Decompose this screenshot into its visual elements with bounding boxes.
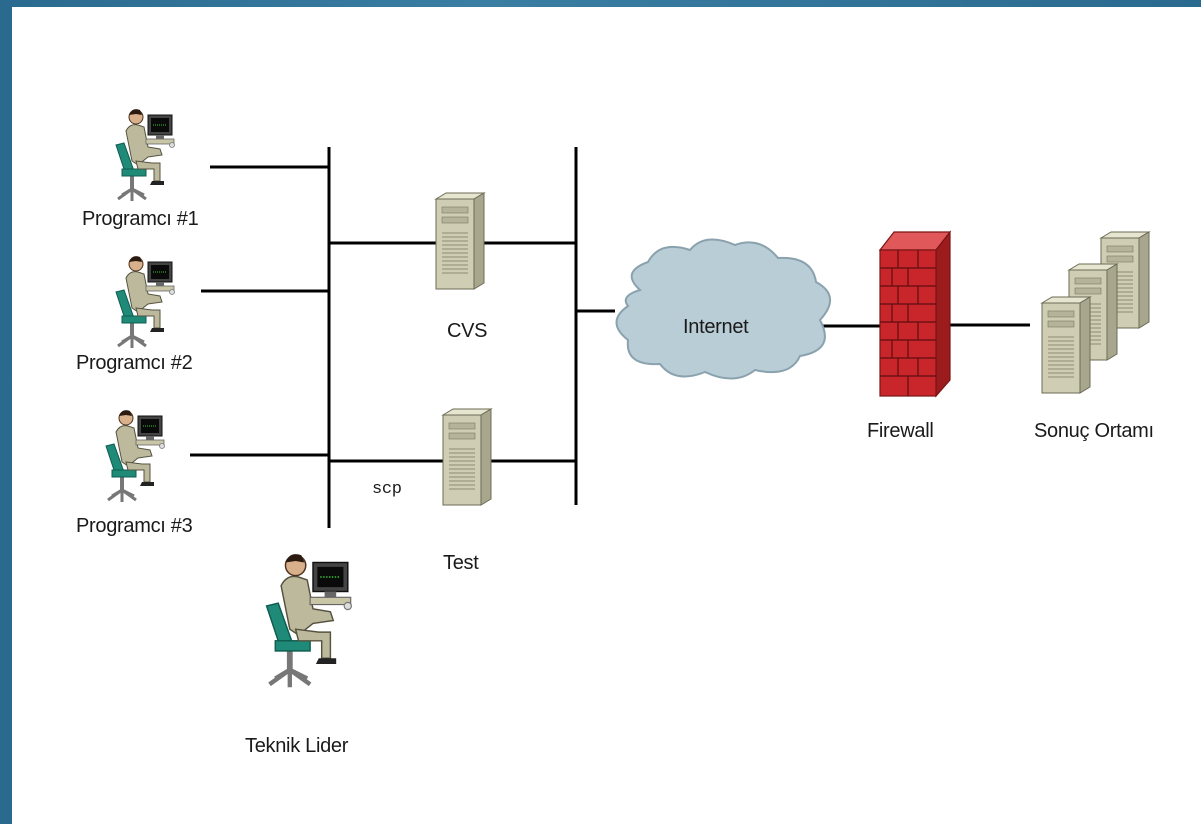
programmer1-icon	[114, 107, 176, 203]
diagram-canvas	[12, 7, 1201, 824]
cvs-label: CVS	[447, 320, 488, 342]
programmer3-icon	[104, 408, 166, 504]
programmer1-label: Programcı #1	[82, 208, 199, 230]
production-label: Sonuç Ortamı	[1034, 420, 1154, 442]
cloud-icon	[615, 238, 831, 380]
server-cluster-icon	[1041, 231, 1150, 394]
firewall-icon	[878, 230, 952, 398]
firewall-label: Firewall	[867, 420, 934, 442]
test-label: Test	[443, 552, 479, 574]
test-server-icon	[442, 408, 492, 506]
programmer3-label: Programcı #3	[76, 515, 193, 537]
scp-label: scp	[372, 480, 402, 499]
cvs-server-icon	[435, 192, 485, 290]
tech-lead-label: Teknik Lider	[245, 735, 349, 757]
programmer2-label: Programcı #2	[76, 352, 193, 374]
tech-lead-icon	[267, 554, 352, 687]
programmer2-icon	[114, 254, 176, 350]
internet-label: Internet	[683, 316, 749, 338]
